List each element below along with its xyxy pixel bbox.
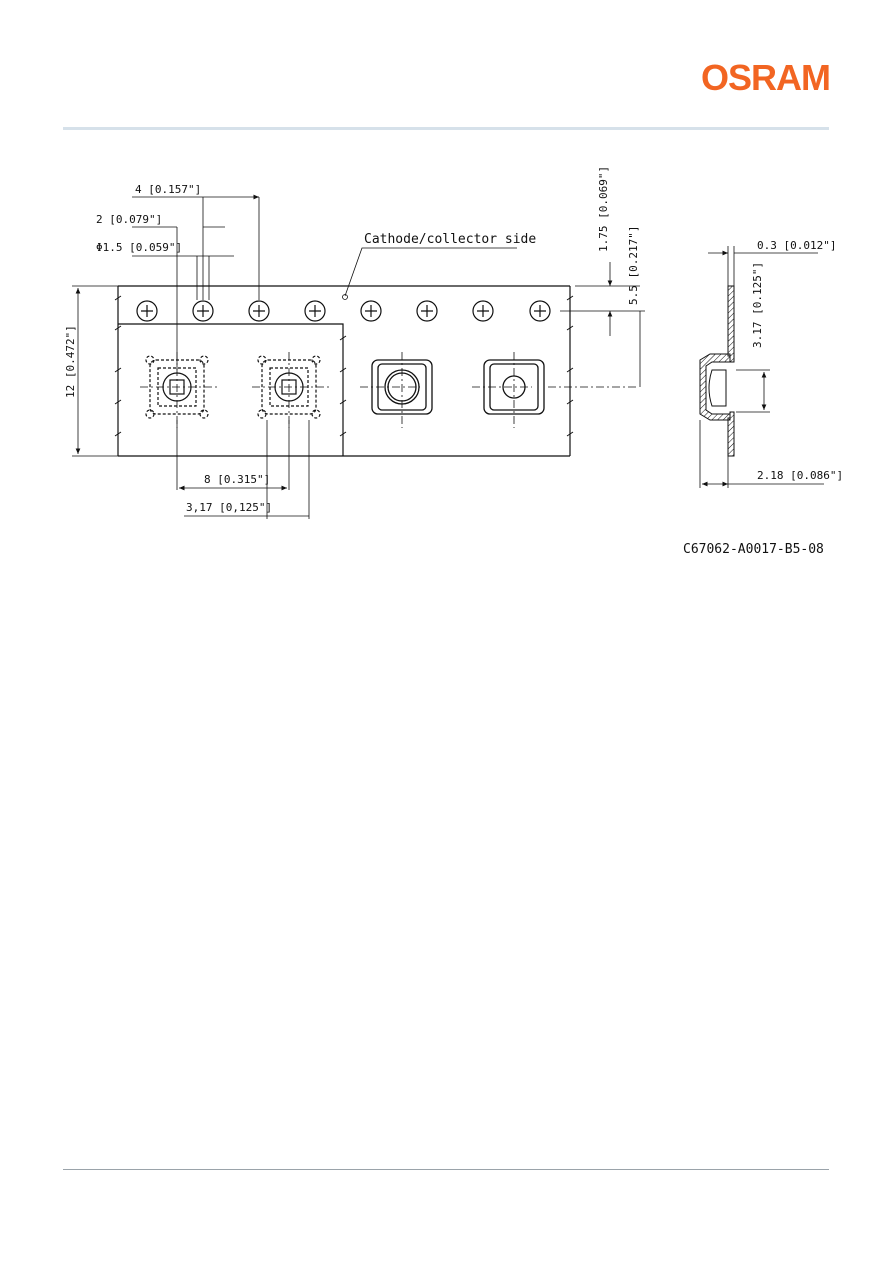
dim-cavity-width: 3,17 [0,125"]	[186, 501, 272, 514]
centerlines	[140, 352, 638, 428]
tape-outline	[117, 285, 571, 457]
callout-leader	[342, 247, 517, 300]
header-rule	[63, 127, 829, 130]
tape-width-dimension	[72, 285, 118, 457]
side-section	[699, 285, 735, 457]
side-dimensions	[699, 246, 824, 488]
bottom-dimensions	[176, 420, 310, 519]
dim-hole-to-center: 2 [0.079"]	[96, 213, 162, 226]
top-dimensions	[132, 194, 260, 370]
drawing-reference: C67062-A0017-B5-08	[683, 542, 824, 557]
dim-cavity-height: 3.17 [0.125"]	[751, 262, 764, 348]
cathode-callout: Cathode/collector side	[364, 232, 536, 247]
dim-pitch-holes: 4 [0.157"]	[135, 183, 201, 196]
dim-hole-edge: 1.75 [0.069"]	[597, 166, 610, 252]
dim-hole-diameter: Φ1.5 [0.059"]	[96, 241, 182, 254]
footer-rule	[63, 1169, 829, 1170]
break-marks	[114, 295, 574, 437]
dim-tape-width: 12 [0.472"]	[64, 325, 77, 398]
dim-pitch-parts: 8 [0.315"]	[204, 473, 270, 486]
right-dimensions	[560, 262, 645, 387]
sprocket-holes	[136, 300, 551, 322]
dim-cavity-depth: 2.18 [0.086"]	[757, 469, 843, 482]
dim-hole-to-cavity: 5.5 [0.217"]	[627, 226, 640, 305]
dim-thickness: 0.3 [0.012"]	[757, 239, 836, 252]
osram-logo: OSRAM	[701, 57, 831, 98]
